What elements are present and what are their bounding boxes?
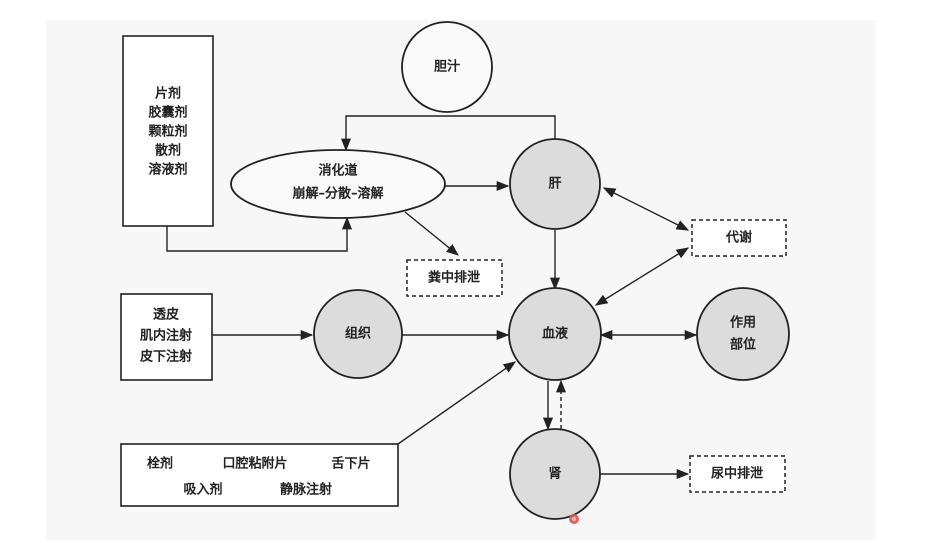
oral-form-solution: 溶液剂 [148,162,187,178]
route-inhalation: 吸入剂 [183,482,222,498]
oral-form-capsule: 胶囊剂 [148,105,187,121]
other-routes-box: 栓剂 口腔粘附片 舌下片 吸入剂 静脉注射 [120,443,399,507]
metabolism-label: 代谢 [725,230,752,246]
edge-gi-to-feces [404,211,459,256]
cursor-indicator [569,514,579,524]
tissue-node: 组织 [313,289,403,379]
oral-form-powder: 散剂 [155,143,181,159]
tissue-label: 组织 [345,326,371,342]
route-intramuscular: 肌内注射 [140,328,192,344]
edge-oral-to-gi [166,216,353,252]
route-buccal-adhesive-tablet: 口腔粘附片 [222,456,287,472]
route-transdermal: 透皮 [153,307,179,323]
route-intravenous: 静脉注射 [280,482,332,498]
oral-form-granule: 颗粒剂 [148,124,187,140]
liver-node: 肝 [509,138,601,230]
route-suppository: 栓剂 [147,456,173,472]
edge-liver-metabolism [602,187,690,231]
blood-label: 血液 [542,326,568,342]
parenteral-forms-box: 透皮 肌内注射 皮下注射 [120,293,213,381]
fecal-excretion-label: 粪中排泄 [428,270,480,286]
gi-tract-node: 消化道 崩解–分散–溶解 [230,149,446,219]
route-sublingual-tablet: 舌下片 [331,456,370,472]
oral-dosage-forms-box: 片剂 胶囊剂 颗粒剂 散剂 溶液剂 [122,35,214,227]
urinary-excretion-box: 尿中排泄 [689,455,786,493]
edge-other-routes-to-blood [397,361,517,445]
gi-tract-process-label: 崩解–分散–溶解 [292,186,383,202]
kidney-label: 肾 [548,467,562,482]
bile-label: 胆汁 [434,59,460,75]
site-of-action-label-2: 部位 [730,337,756,353]
edge-blood-metabolism [594,247,690,306]
kidney-node: 肾 [509,428,601,520]
oral-form-tablet: 片剂 [155,86,181,102]
gi-tract-label: 消化道 [318,163,357,179]
fecal-excretion-box: 粪中排泄 [406,259,503,297]
urinary-excretion-label: 尿中排泄 [711,466,763,482]
blood-node: 血液 [508,287,602,381]
edge-liver-to-gi-bile [340,115,556,152]
liver-label: 肝 [548,177,561,192]
metabolism-box: 代谢 [691,219,787,257]
route-subcutaneous: 皮下注射 [139,349,192,365]
site-of-action-node: 作用 部位 [696,287,790,381]
site-of-action-label-1: 作用 [730,315,756,331]
bile-node: 胆汁 [401,21,493,113]
